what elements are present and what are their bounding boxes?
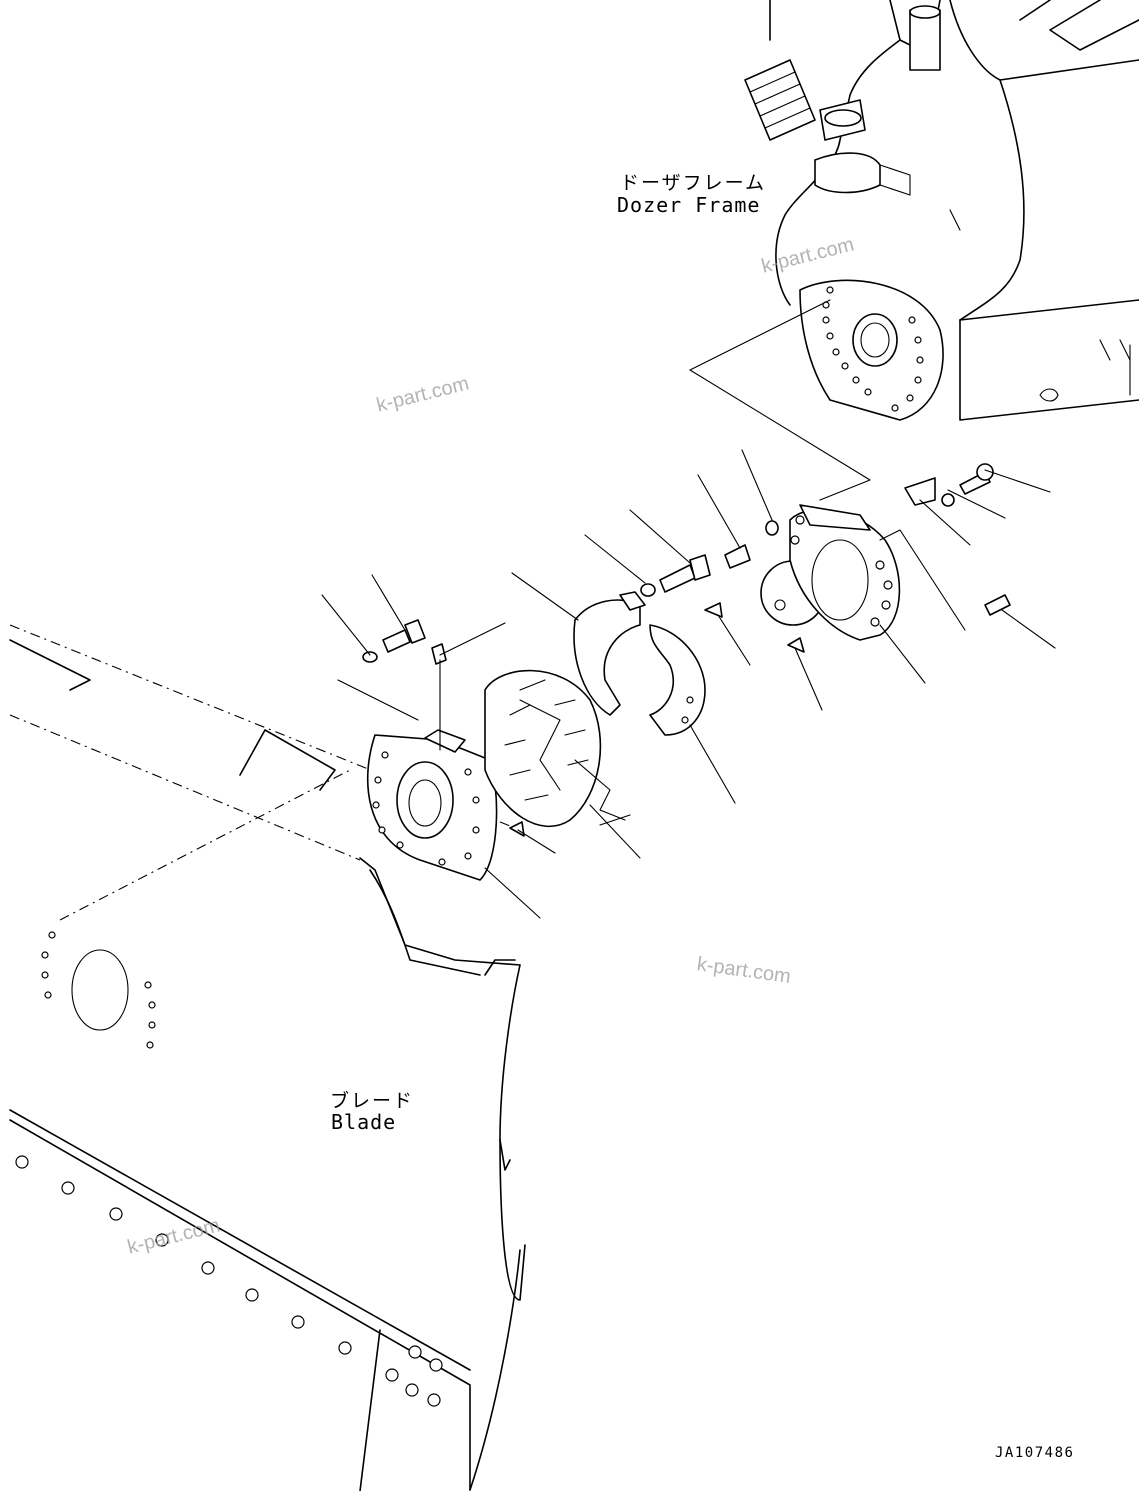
frame-bolt-holes (822, 286, 924, 412)
fasteners (362, 463, 1011, 837)
lower-seat-half (649, 624, 706, 736)
drawing-code: JA107486 (995, 1445, 1075, 1461)
dozer-frame (744, 0, 1139, 421)
blade-mount-holes (41, 931, 156, 1049)
frame-side-flange (789, 504, 901, 641)
leader-lines (321, 449, 1056, 919)
blade-label-jp: ブレード (330, 1090, 415, 1112)
dozer-frame-label-en: Dozer Frame (617, 193, 761, 217)
dozer-frame-label-jp: ドーザフレーム (620, 172, 767, 194)
blade-label-en: Blade (331, 1110, 397, 1134)
blade-edge-holes (15, 1155, 443, 1407)
exploded-parts (321, 449, 1056, 919)
blade (9, 624, 526, 1491)
shim-plate (484, 669, 626, 828)
blade-side-cap (366, 729, 498, 881)
upper-seat-half (573, 591, 646, 716)
